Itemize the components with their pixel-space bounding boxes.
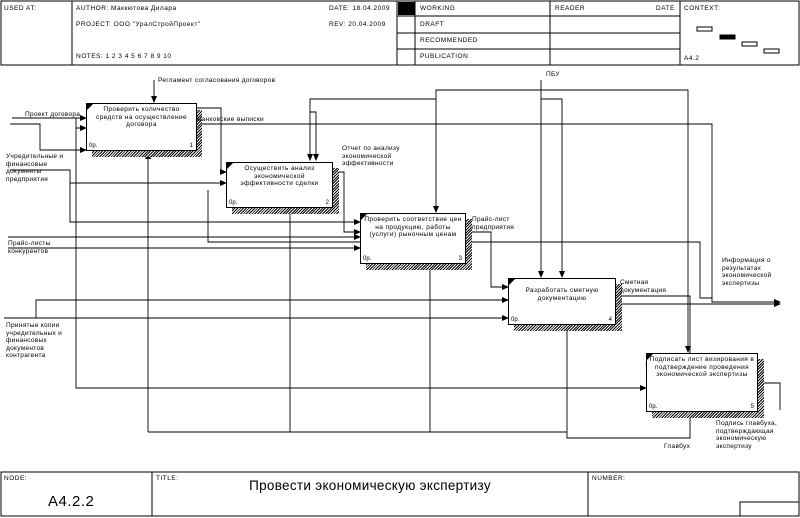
box-number: 1 bbox=[189, 143, 193, 149]
box-label: Разработать сметную документацию bbox=[525, 287, 599, 302]
title-label: TITLE: bbox=[156, 475, 179, 482]
arrow-label-info: Информация о результатах экономической э… bbox=[722, 257, 772, 287]
status-recommended: RECOMMENDED bbox=[420, 37, 478, 44]
box-op: 0р. bbox=[363, 256, 372, 262]
context-node: A4.2 bbox=[684, 55, 700, 62]
date-field: DATE: 18.04.2009 bbox=[329, 5, 390, 12]
box-label: Осуществить анализ экономической эффекти… bbox=[240, 165, 319, 187]
context-label: CONTEXT: bbox=[684, 5, 721, 12]
status-publication: PUBLICATION bbox=[420, 53, 469, 60]
corner-mark bbox=[509, 279, 515, 285]
arrow-label-bank: Банковские выписки bbox=[197, 116, 264, 123]
box-label: Проверить соответствие цен на продукцию,… bbox=[364, 216, 462, 238]
arrow-label-smeta: Сметная документация bbox=[620, 279, 667, 294]
box-label: Проверить количество средств на осуществ… bbox=[95, 106, 187, 128]
corner-mark bbox=[87, 104, 93, 110]
box-op: 0р. bbox=[649, 404, 658, 410]
box-op: 0р. bbox=[89, 143, 98, 149]
corner-mark bbox=[361, 214, 367, 220]
node-value: A4.2.2 bbox=[48, 493, 95, 510]
box-number: 5 bbox=[750, 404, 754, 410]
arrow-label-otchet: Отчет по анализу экономической эффективн… bbox=[342, 145, 400, 167]
box-label: Подписать лист визирования в подтвержден… bbox=[649, 356, 755, 378]
project-field: PROJECT: ООО "УралСтройПроект" bbox=[76, 21, 201, 28]
diagram-title: Провести экономическую экспертизу bbox=[249, 478, 491, 493]
box-number: 2 bbox=[325, 200, 329, 206]
corner-mark bbox=[647, 354, 653, 360]
arrow-label-pbu: ПБУ bbox=[546, 71, 560, 78]
author-field: AUTHOR: Маккютова Дилара bbox=[76, 5, 177, 12]
arrow-label-kopii: Принятые копии учредительных и финансовы… bbox=[6, 322, 63, 359]
arrow-label-podpis: Подпись главбуха, подтверждающая экономи… bbox=[716, 420, 778, 450]
arrow-label-reglament: Регламент согласования договоров bbox=[158, 77, 276, 84]
arrow-label-glavbuh: Главбух bbox=[664, 443, 691, 450]
corner-mark bbox=[227, 163, 233, 169]
box-op: 0р. bbox=[229, 200, 238, 206]
box-number: 4 bbox=[608, 317, 612, 323]
node-label: NODE: bbox=[4, 475, 28, 482]
reader-date-label: DATE bbox=[656, 5, 675, 12]
arrow-label-proekt: Проект договора bbox=[25, 111, 81, 118]
reader-label: READER bbox=[555, 5, 586, 12]
arrow-label-uchred: Учредительные и финансовые документы пре… bbox=[6, 153, 64, 183]
used-at-label: USED AT: bbox=[4, 5, 37, 12]
arrow-label-prays-kon: Прайс-листы конкурентов bbox=[8, 240, 51, 255]
number-label: NUMBER: bbox=[592, 475, 626, 482]
header-grid bbox=[0, 0, 800, 66]
status-draft: DRAFT bbox=[420, 21, 445, 28]
box-op: 0р. bbox=[511, 317, 520, 323]
box-number: 3 bbox=[458, 256, 462, 262]
arrow-label-prays-pred: Прайс-лист предприятия bbox=[472, 216, 515, 231]
notes-field: NOTES: 1 2 3 4 5 6 7 8 9 10 bbox=[76, 53, 172, 60]
status-working: WORKING bbox=[420, 5, 456, 12]
rev-field: REV: 20.04.2009 bbox=[329, 21, 386, 28]
